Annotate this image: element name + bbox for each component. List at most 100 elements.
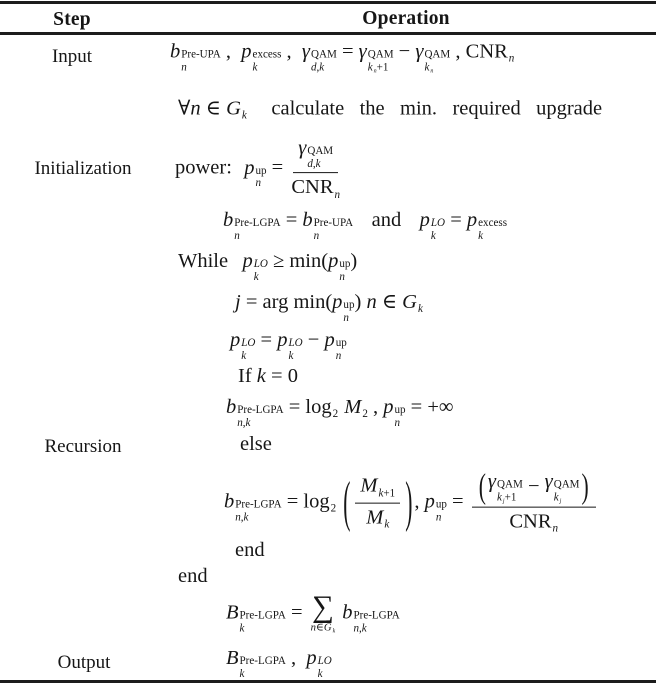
math-supsub: Mk [366, 506, 389, 532]
math-subscript: j [503, 499, 505, 505]
math-var: n [334, 188, 341, 201]
math-text: CNR [465, 40, 508, 63]
math-text: , [240, 511, 244, 524]
op-else-keyword: else [240, 432, 272, 458]
math-subscript: n [430, 68, 433, 74]
math-superscript: Pre-UPA [314, 217, 354, 230]
math-base: k [553, 491, 559, 504]
math-text: , [285, 646, 307, 669]
math-var: k [378, 487, 384, 500]
math-text: Pre-UPA [181, 48, 221, 61]
math-subscript: k [431, 230, 445, 243]
math-var: p [424, 490, 435, 513]
math-paren: ) [581, 466, 589, 505]
math-text: QAM [367, 48, 394, 61]
math-subscript: k [240, 623, 286, 635]
math-superscript: LO [318, 655, 332, 668]
math-text: the [359, 97, 385, 120]
math-var: k [239, 667, 245, 680]
sigma-icon: ∑ [311, 589, 334, 624]
math-subscript: n,k [237, 416, 283, 430]
math-subscript: k [288, 350, 302, 363]
table-header-rule [0, 32, 656, 35]
math-subscript: n [181, 61, 221, 74]
math-text: CNR [291, 176, 334, 199]
op-if-condition: If k = 0 [238, 364, 298, 390]
math-superscript: up [339, 258, 350, 271]
math-var: LO [288, 337, 303, 350]
math-var: p [332, 290, 343, 313]
math-supsub: log2 [305, 395, 338, 422]
math-var: n [343, 311, 349, 324]
math-paren: ) [405, 470, 413, 534]
math-var: G [226, 97, 241, 120]
math-subscript: k [241, 350, 255, 363]
fraction-denominator: CNRn [509, 508, 558, 536]
math-text: Pre-LGPA [235, 498, 282, 511]
math-base: p [332, 291, 342, 313]
math-base: p [328, 250, 338, 272]
summation-limits: n∈Gk [311, 623, 336, 636]
math-text: Pre-LGPA [239, 655, 286, 668]
math-base: p [420, 209, 430, 231]
math-var: b [223, 208, 234, 231]
math-text: end [235, 539, 265, 562]
math-superscript: Pre-LGPA [234, 217, 280, 230]
math-text: required [452, 97, 521, 120]
math-paren: ( [343, 470, 351, 534]
math-subscript: n,k [235, 512, 281, 524]
math-text: +1 [504, 491, 517, 504]
math-text: log [303, 490, 330, 513]
math-var: LO [430, 217, 446, 230]
math-text: While [178, 249, 229, 272]
math-text: , [242, 416, 246, 429]
math-text: ) [354, 290, 367, 313]
math-subscript: k [253, 61, 282, 74]
math-base: log [303, 491, 329, 513]
math-subscript: 2 [333, 408, 339, 420]
math-var: p [419, 208, 430, 231]
math-var: b [226, 395, 237, 418]
math-text: CNR [509, 510, 552, 533]
math-text: up [335, 337, 347, 350]
math-base: p [383, 396, 393, 418]
math-var: B [226, 601, 239, 624]
math-superscript: Pre-LGPA [237, 404, 283, 417]
math-var: k [553, 491, 559, 504]
math-var: n [255, 177, 262, 190]
math-text: power: [175, 156, 232, 179]
math-var: G [402, 290, 417, 313]
math-text: QAM [424, 48, 451, 61]
math-text: = [445, 208, 467, 231]
math-supsub: CNRn [509, 510, 558, 536]
math-var: n [190, 97, 201, 120]
math-text: ∀ [178, 97, 191, 120]
math-var: k [332, 628, 336, 635]
math-superscript: LO [241, 337, 255, 350]
op-end-while: end [178, 564, 208, 590]
math-base: p [277, 329, 287, 351]
math-subscript: n [509, 53, 515, 65]
math-base: p [244, 157, 254, 179]
math-text: , [312, 157, 316, 170]
